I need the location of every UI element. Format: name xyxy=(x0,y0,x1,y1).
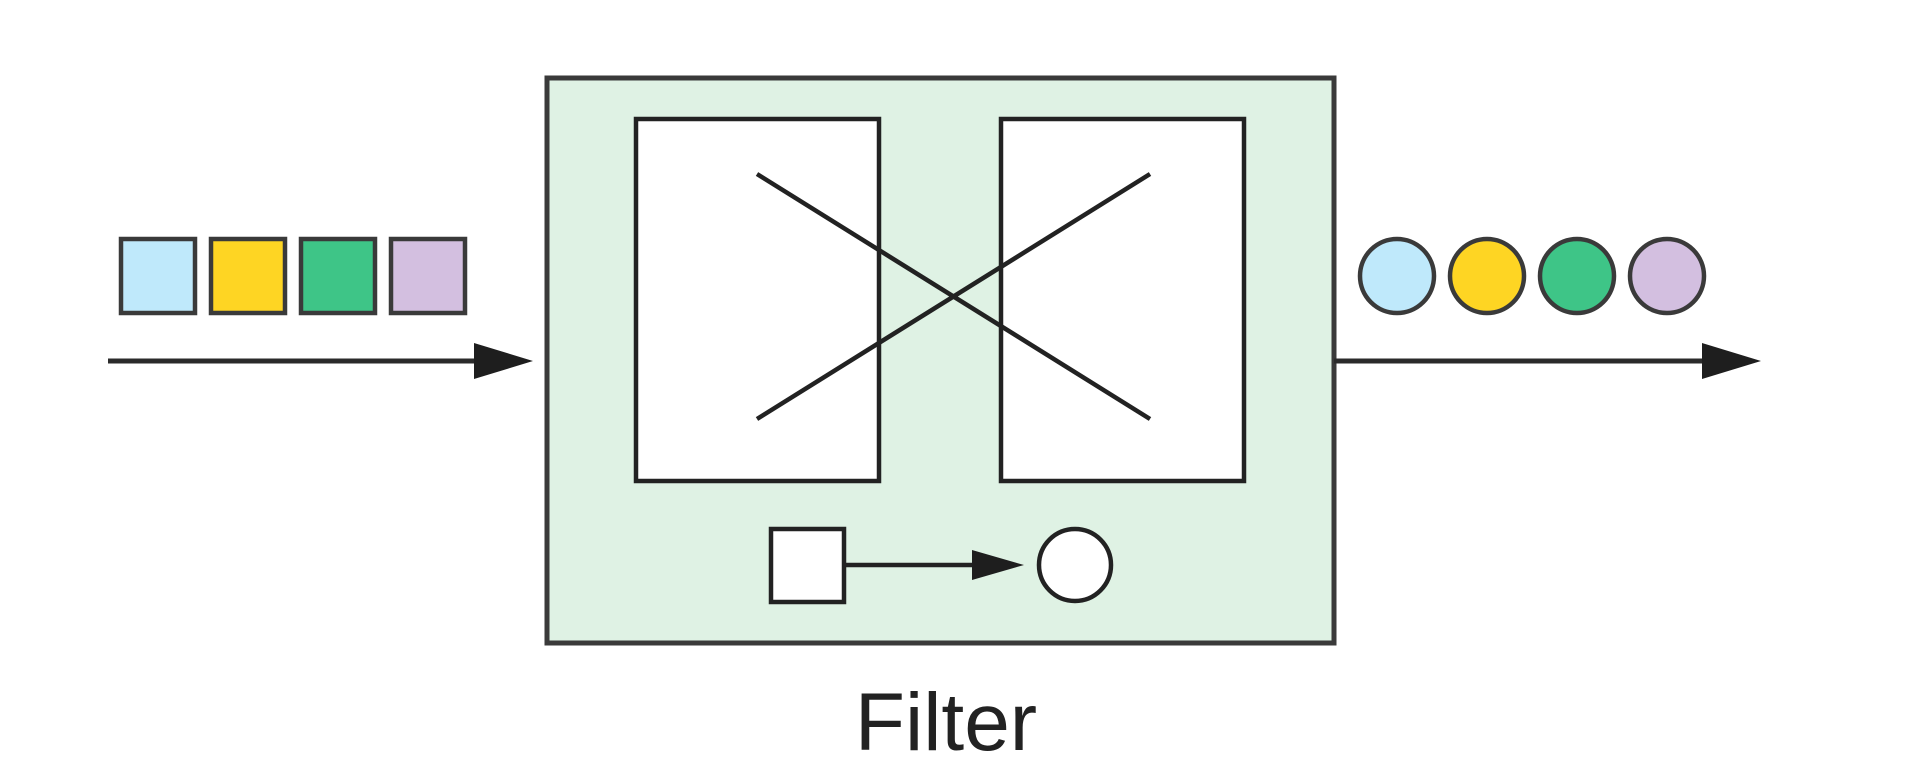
filter-label: Filter xyxy=(855,677,1037,768)
filter-right-panel xyxy=(998,116,1247,484)
input-arrow xyxy=(108,343,533,379)
transform-legend xyxy=(768,526,1114,605)
output-circle-lavender xyxy=(1627,236,1707,316)
filter-left-panel xyxy=(633,116,882,484)
output-circle-light-blue xyxy=(1357,236,1437,316)
output-circle-yellow xyxy=(1447,236,1527,316)
output-items xyxy=(1357,236,1707,316)
transform-square-icon xyxy=(768,526,847,605)
output-circle-green xyxy=(1537,236,1617,316)
input-square-green xyxy=(298,236,378,316)
input-square-yellow xyxy=(208,236,288,316)
output-arrow xyxy=(1334,343,1761,379)
cross-lines xyxy=(755,172,1152,421)
input-square-light-blue xyxy=(118,236,198,316)
transform-circle-icon xyxy=(1036,526,1114,604)
input-square-lavender xyxy=(388,236,468,316)
input-items xyxy=(118,236,468,316)
